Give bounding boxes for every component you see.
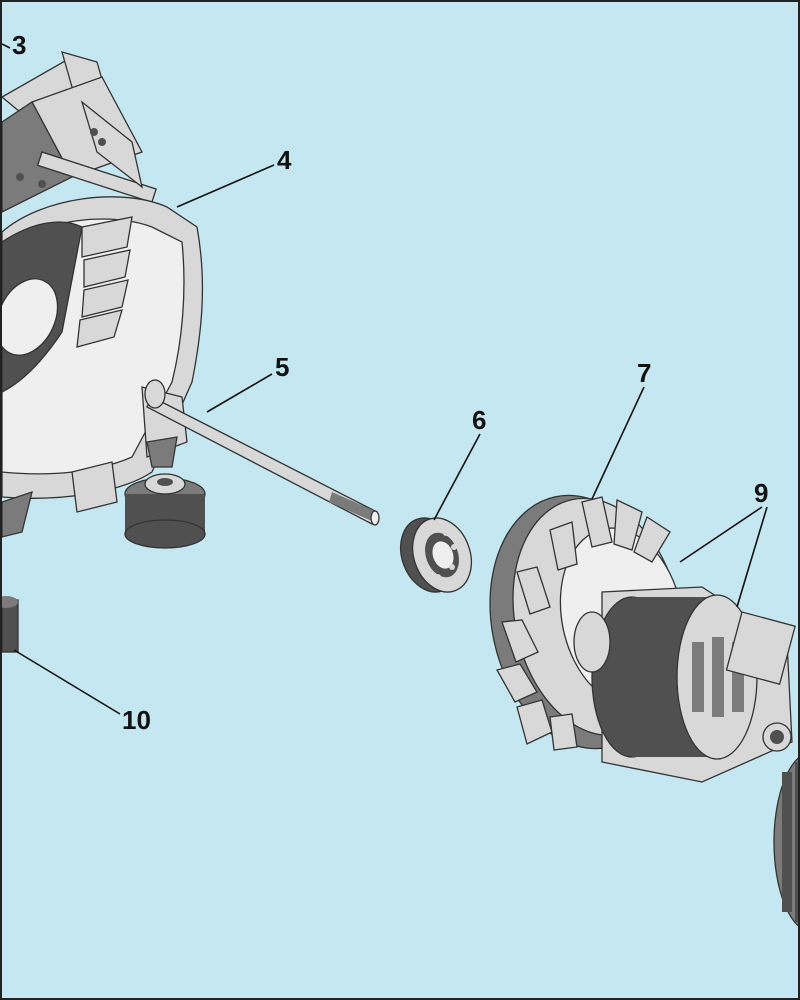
leader-7: [591, 386, 645, 500]
leader-9a: [679, 506, 763, 563]
callout-9: 9: [754, 478, 768, 508]
callout-7: 7: [637, 358, 651, 388]
fan-housing-part-4: [2, 51, 204, 538]
bearing-part-6: [400, 517, 472, 593]
leader-6: [433, 433, 481, 521]
leader-4: [176, 164, 275, 208]
leader-3: [2, 43, 11, 49]
rubber-mount-part-10: [2, 596, 19, 653]
callout-4: 4: [277, 145, 292, 175]
end-bell-partial: [773, 757, 798, 927]
callout-10: 10: [122, 705, 151, 735]
leader-10: [13, 649, 121, 715]
stator-part-9: [573, 586, 796, 783]
leader-9b: [736, 506, 768, 608]
rubber-mount: [124, 473, 206, 549]
through-bolt-part-5: [144, 379, 380, 526]
callout-3: 3: [12, 30, 26, 60]
callout-6: 6: [472, 405, 486, 435]
leader-5: [206, 373, 273, 413]
callout-5: 5: [275, 352, 289, 382]
